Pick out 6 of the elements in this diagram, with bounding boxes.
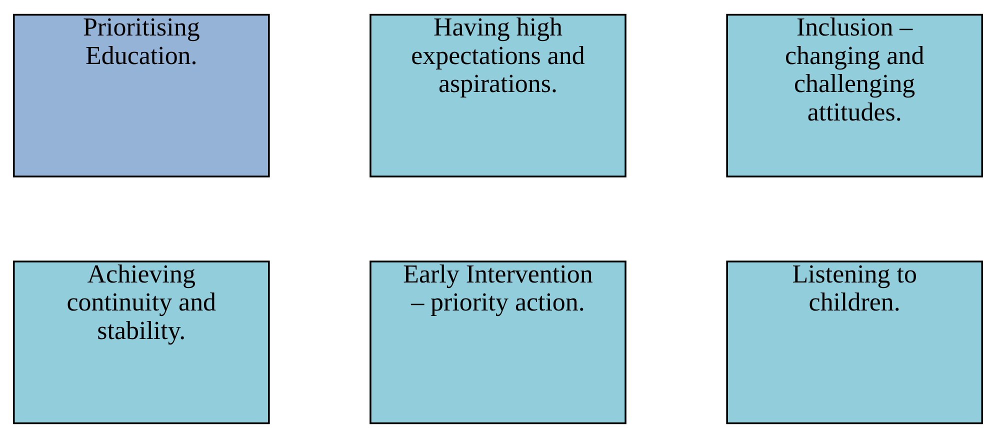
node-box: Early Intervention – priority action. xyxy=(369,260,626,424)
node-box: Prioritising Education. xyxy=(12,13,270,177)
node-box: Having high expectations and aspirations. xyxy=(369,13,626,177)
node-box: Listening to children. xyxy=(726,260,982,424)
node-box: Inclusion – changing and challenging attitudes. xyxy=(726,13,982,177)
node-box: Achieving continuity and stability. xyxy=(12,260,270,424)
